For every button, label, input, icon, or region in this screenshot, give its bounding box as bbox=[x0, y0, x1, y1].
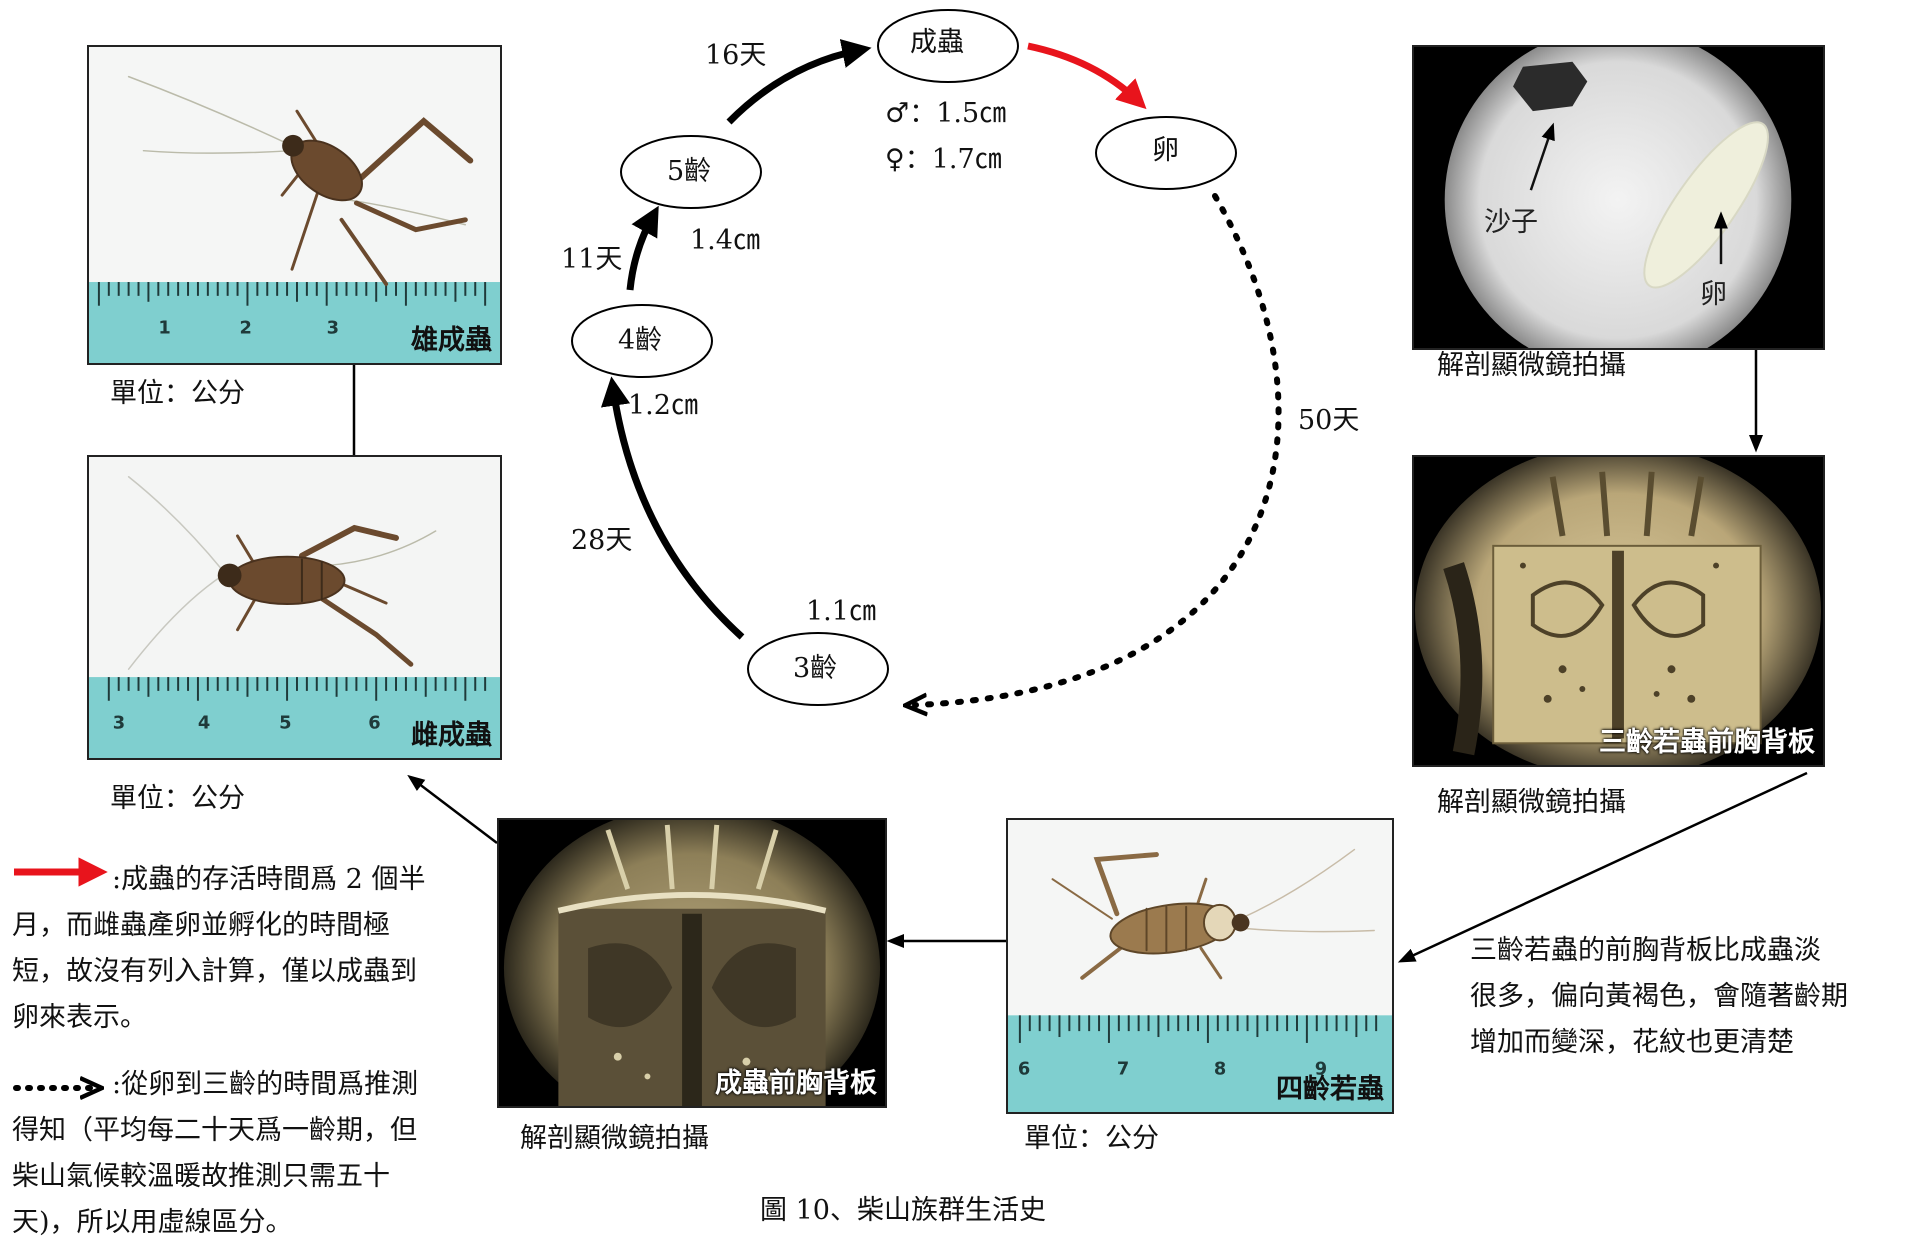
legend-dotted-line-1: :從卵到三齡的時間爲推測 bbox=[12, 1062, 482, 1108]
comparison-note-line-1: 三齡若蟲的前胸背板比成蟲淡 bbox=[1470, 928, 1848, 974]
photo-tag-adult-pronotum: 成蟲前胸背板 bbox=[715, 1061, 877, 1100]
legend-red-line-2: 月，而雌蟲產卵並孵化的時間極 bbox=[12, 903, 482, 949]
caption-female-unit: 單位：公分 bbox=[110, 783, 245, 815]
size-female: ♀：1.7㎝ bbox=[885, 144, 1002, 176]
caption-adult-pronotum: 解剖顯微鏡拍攝 bbox=[520, 1123, 709, 1155]
svg-text:8: 8 bbox=[1214, 1059, 1226, 1080]
photo-tag-female: 雌成蟲 bbox=[411, 713, 492, 752]
arrow-adult-to-egg bbox=[1028, 46, 1138, 101]
comparison-note: 三齡若蟲的前胸背板比成蟲淡 很多，偏向黃褐色，會隨著齡期 增加而變深，花紋也更清… bbox=[1470, 928, 1848, 1066]
stage-label-instar3: 3齡 bbox=[793, 653, 837, 685]
svg-text:5: 5 bbox=[279, 712, 291, 733]
connector-adultpronotum-female bbox=[410, 777, 497, 843]
arrow-instar3-to-instar4 bbox=[613, 388, 742, 637]
comparison-note-line-3: 增加而變深，花紋也更清楚 bbox=[1470, 1020, 1848, 1066]
figure-caption: 圖 10、柴山族群生活史 bbox=[760, 1195, 1046, 1227]
legend-dotted-line-2: 得知（平均每二十天爲一齡期，但 bbox=[12, 1108, 482, 1154]
stage-label-adult: 成蟲 bbox=[910, 27, 964, 59]
caption-egg-photo: 解剖顯微鏡拍攝 bbox=[1437, 350, 1626, 382]
size-instar4: 1.2㎝ bbox=[628, 390, 698, 422]
comparison-note-line-2: 很多，偏向黃褐色，會隨著齡期 bbox=[1470, 974, 1848, 1020]
photo-tag-male: 雄成蟲 bbox=[411, 318, 492, 357]
photo-tag-instar3-pronotum: 三齡若蟲前胸背板 bbox=[1599, 720, 1815, 759]
duration-to-adult: 16天 bbox=[705, 40, 766, 72]
arrow-instar4-to-instar5 bbox=[630, 216, 653, 290]
svg-text:2: 2 bbox=[240, 317, 252, 338]
caption-instar4-unit: 單位：公分 bbox=[1024, 1123, 1159, 1155]
photo-instar4-nymph: 6 7 8 9 四齡若蟲 bbox=[1006, 818, 1394, 1114]
svg-text:7: 7 bbox=[1117, 1059, 1129, 1080]
size-male: ♂：1.5㎝ bbox=[885, 98, 1006, 130]
photo-tag-instar4-nymph: 四齡若蟲 bbox=[1276, 1067, 1384, 1106]
duration-to-instar5: 11天 bbox=[561, 244, 622, 276]
photo-instar3-pronotum: 三齡若蟲前胸背板 bbox=[1412, 455, 1825, 767]
svg-text:4: 4 bbox=[198, 712, 210, 733]
stage-label-instar5: 5齡 bbox=[667, 156, 711, 188]
photo-egg-microscope: 沙子 卵 bbox=[1412, 45, 1825, 350]
legend-dotted-line-3: 柴山氣候較溫暖故推測只需五十 bbox=[12, 1154, 482, 1200]
stage-label-instar4: 4齡 bbox=[618, 325, 662, 357]
size-instar5: 1.4㎝ bbox=[690, 225, 760, 257]
legend-dotted-text: :從卵到三齡的時間爲推測 得知（平均每二十天爲一齡期，但 柴山氣候較溫暖故推測只… bbox=[12, 1062, 482, 1246]
photo-male-adult: 1 2 3 雄成蟲 bbox=[87, 45, 502, 365]
legend-red-line-4: 卵來表示。 bbox=[12, 995, 482, 1041]
egg-photo-label-egg: 卵 bbox=[1700, 279, 1727, 311]
legend-red-line-1: :成蟲的存活時間爲 2 個半 bbox=[12, 857, 482, 903]
size-instar3: 1.1㎝ bbox=[806, 596, 876, 628]
svg-text:3: 3 bbox=[327, 317, 339, 338]
svg-text:3: 3 bbox=[113, 712, 125, 733]
legend-dotted-line-4: 天)，所以用虛線區分。 bbox=[12, 1200, 482, 1246]
svg-text:6: 6 bbox=[368, 712, 380, 733]
arrow-egg-to-instar3 bbox=[915, 196, 1279, 705]
duration-to-instar4: 28天 bbox=[571, 525, 632, 557]
stage-label-egg: 卵 bbox=[1152, 135, 1179, 167]
egg-photo-label-sand: 沙子 bbox=[1484, 207, 1538, 239]
svg-text:1: 1 bbox=[158, 317, 170, 338]
caption-male-unit: 單位：公分 bbox=[110, 378, 245, 410]
legend-red-text: :成蟲的存活時間爲 2 個半 月，而雌蟲產卵並孵化的時間極 短，故沒有列入計算，… bbox=[12, 857, 482, 1041]
legend-red-line-3: 短，故沒有列入計算，僅以成蟲到 bbox=[12, 949, 482, 995]
caption-instar3-pronotum: 解剖顯微鏡拍攝 bbox=[1437, 787, 1626, 819]
photo-female-adult: 3 4 5 6 雌成蟲 bbox=[87, 455, 502, 760]
duration-egg-to-instar3: 50天 bbox=[1298, 405, 1359, 437]
photo-adult-pronotum: 成蟲前胸背板 bbox=[497, 818, 887, 1108]
svg-text:6: 6 bbox=[1018, 1059, 1030, 1080]
